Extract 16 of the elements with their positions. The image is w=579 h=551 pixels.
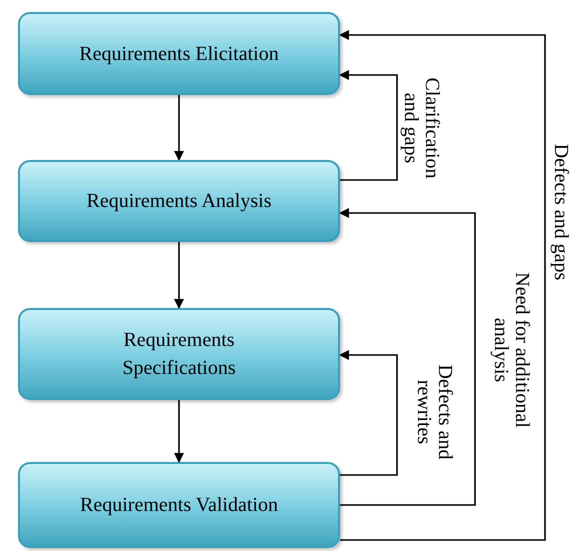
process-box xyxy=(18,12,340,95)
process-box xyxy=(18,308,340,400)
arrow xyxy=(174,242,184,309)
arrow xyxy=(174,95,184,161)
box-label: Requirements Analysis xyxy=(86,189,272,214)
arrow xyxy=(339,30,546,541)
arrow xyxy=(339,350,398,476)
box-label: Requirements Elicitation xyxy=(79,42,279,66)
edge-label: Defects and gaps xyxy=(550,144,572,280)
arrow xyxy=(339,208,476,506)
process-box xyxy=(18,462,340,548)
arrow xyxy=(339,70,398,181)
box-label: Requirements Specifications xyxy=(121,328,237,381)
box-label: Requirements Validation xyxy=(80,493,278,518)
process-box xyxy=(18,160,340,242)
arrow xyxy=(174,400,184,463)
